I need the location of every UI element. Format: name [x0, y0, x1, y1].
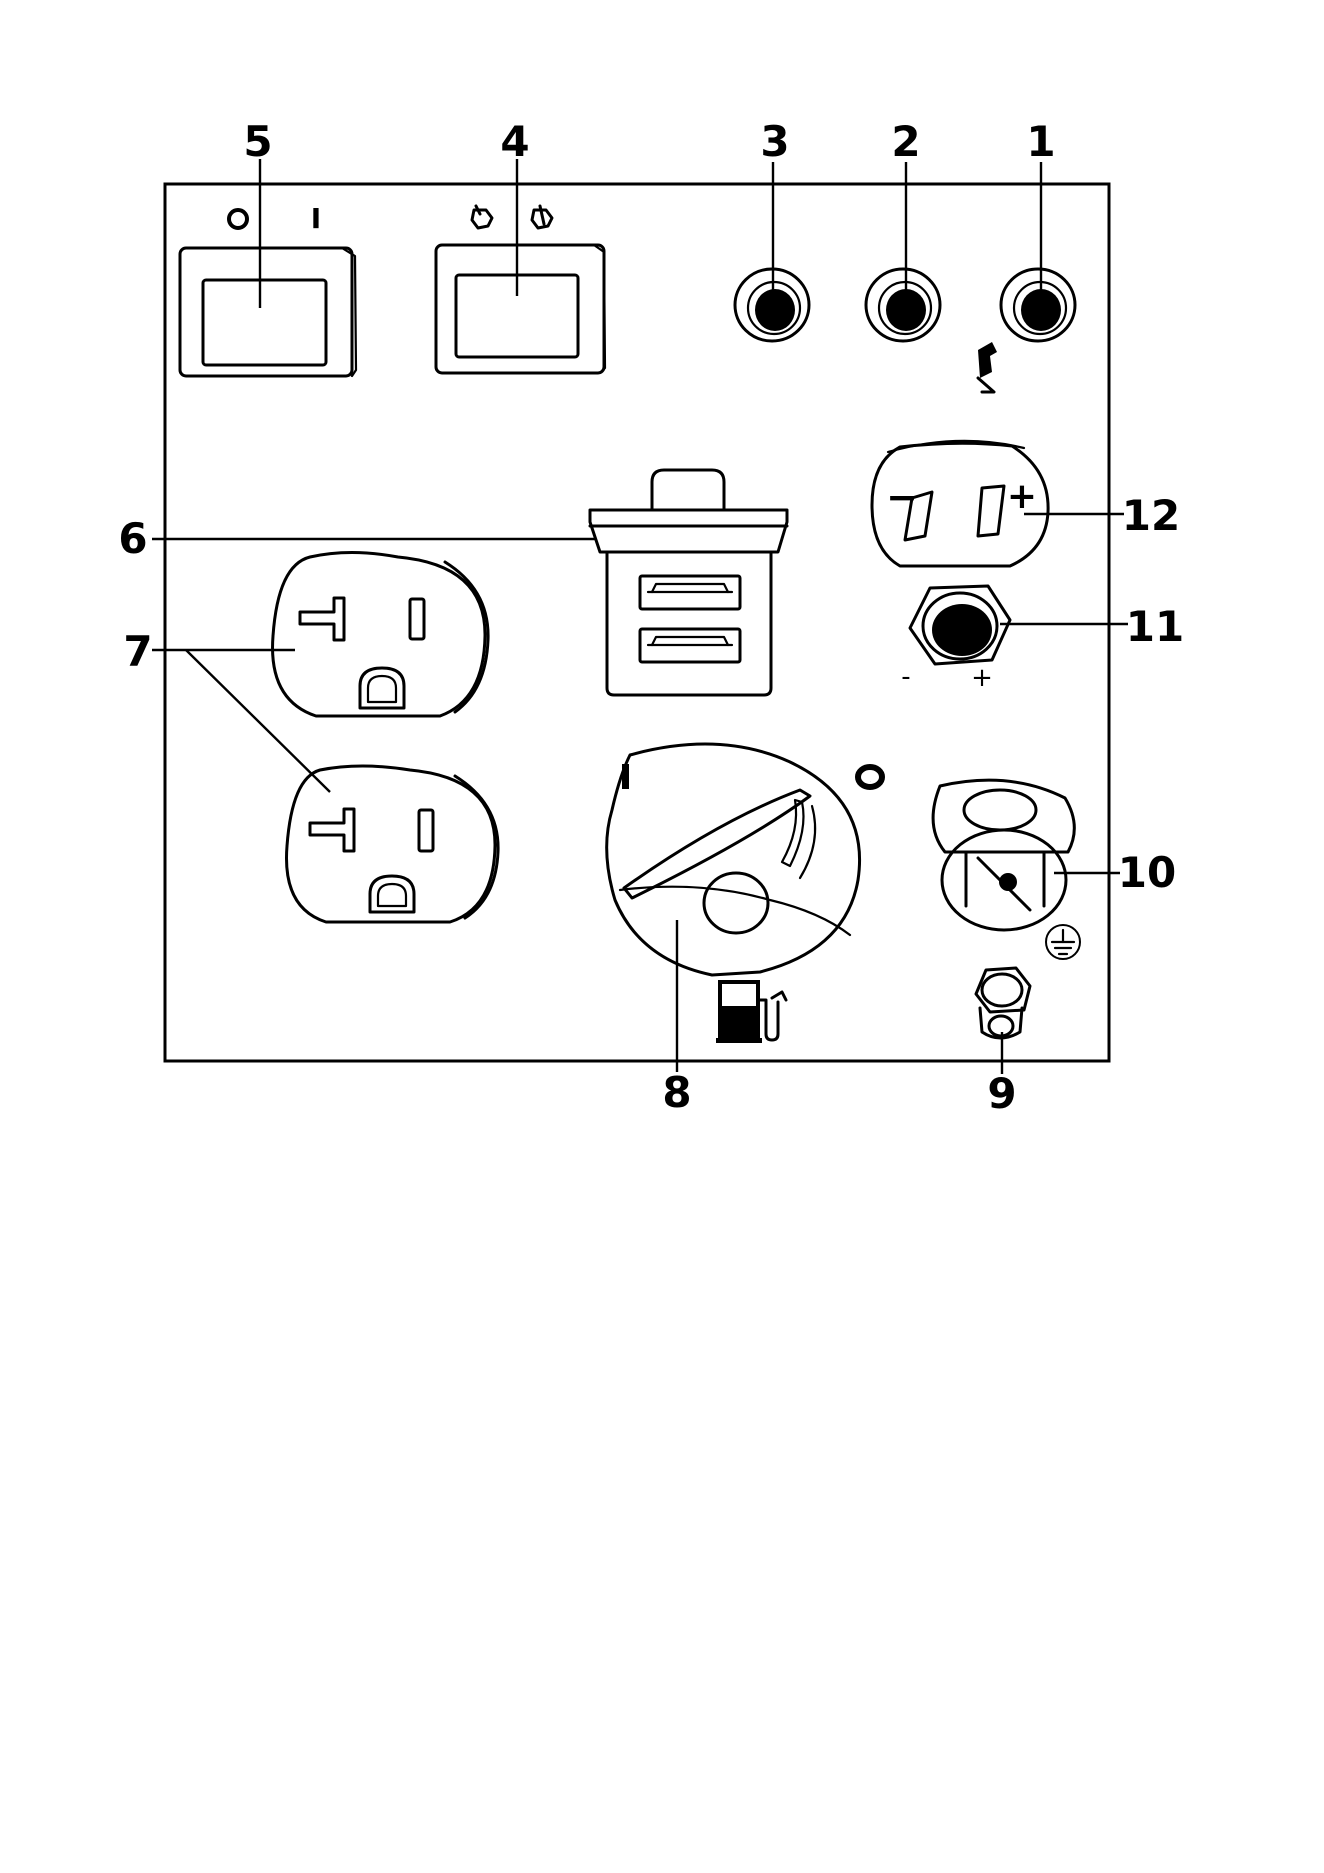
power-switch[interactable] — [180, 248, 356, 376]
eco-on-icon — [532, 206, 552, 228]
ac-outlet-upper[interactable] — [273, 553, 489, 717]
indicator-lamp-2 — [866, 269, 940, 341]
usb-port-module[interactable] — [590, 470, 787, 695]
switch-off-mark-shape — [229, 210, 247, 228]
callout-4: 4 — [500, 117, 529, 166]
callout-7: 7 — [123, 627, 152, 676]
fuel-valve-knob[interactable] — [607, 744, 860, 975]
fuel-pump-icon — [716, 982, 786, 1043]
callout-10: 10 — [1118, 848, 1176, 897]
valve-off-mark-shape — [858, 767, 882, 787]
eco-off-icon — [472, 206, 492, 228]
callout-2: 2 — [891, 117, 920, 166]
callout-8: 8 — [662, 1068, 691, 1117]
switch-off-mark: O — [238, 223, 239, 225]
callout-5: 5 — [243, 117, 272, 166]
ground-icon — [1046, 925, 1080, 959]
callout-3: 3 — [760, 117, 789, 166]
callout-9: 9 — [987, 1069, 1016, 1118]
dc-breaker-button[interactable] — [910, 586, 1010, 664]
leader-7b — [186, 650, 330, 792]
callout-11: 11 — [1126, 602, 1184, 651]
dc-minus-mark: - — [901, 662, 910, 692]
eco-switch[interactable] — [436, 245, 605, 373]
circuit-breaker-10[interactable] — [933, 780, 1074, 930]
valve-off-mark: O — [870, 781, 871, 783]
callout-12: 12 — [1122, 491, 1180, 540]
indicator-lamp-1 — [1001, 269, 1075, 341]
ac-outlet-lower[interactable] — [286, 766, 498, 922]
socket-minus-mark: − — [886, 475, 918, 519]
socket-plus-mark: + — [1007, 476, 1037, 517]
callout-1: 1 — [1026, 117, 1055, 166]
callout-6: 6 — [118, 514, 147, 563]
ground-terminal[interactable] — [976, 968, 1030, 1038]
dc-plus-mark: + — [971, 663, 993, 693]
oil-can-icon — [978, 342, 997, 392]
switch-on-mark: I — [311, 202, 321, 235]
